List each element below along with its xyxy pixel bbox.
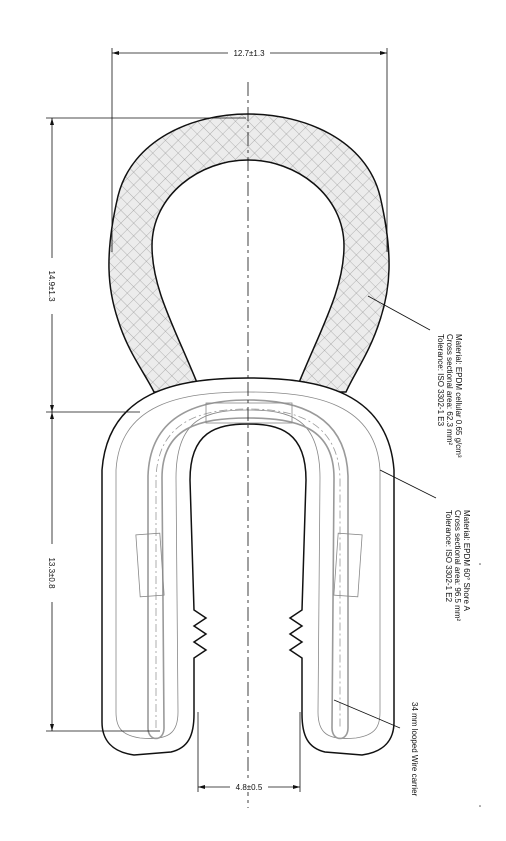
- wire-carrier: [147, 399, 349, 740]
- callout-bulb-tolerance: Tolerance: ISO 3302-1 E3: [436, 334, 445, 427]
- callout-base-area: Cross sectional area: 96.5 mm²: [453, 510, 462, 621]
- arrow-icon: [112, 51, 119, 55]
- callout-bulb-area: Cross sectional area: 62.3 mm²: [445, 334, 454, 445]
- arrow-icon: [293, 785, 300, 789]
- arrow-icon: [380, 51, 387, 55]
- arrow-icon: [198, 785, 205, 789]
- arrow-icon: [50, 412, 54, 419]
- callout-wire-label: 34 mm looped Wire carrier: [410, 702, 419, 797]
- callout-bulb-material: Material: EPDM cellular 0.65 g/cm³: [454, 334, 463, 458]
- callout-base-tolerance: Tolerance: ISO 3302-1 E2: [444, 510, 453, 603]
- dim-lower-height: 13.3±0.8: [47, 557, 56, 589]
- edge-dot: [479, 805, 481, 807]
- tape-marker-right: [333, 532, 363, 598]
- leader-wire: [333, 699, 401, 729]
- base-inner-outline: [115, 391, 381, 739]
- arrow-icon: [50, 118, 54, 125]
- dim-opening-width: 4.8±0.5: [236, 783, 263, 792]
- leader-base: [379, 469, 437, 499]
- tape-marker-left: [135, 532, 165, 598]
- callout-bulb: Material: EPDM cellular 0.65 g/cm³ Cross…: [436, 334, 463, 458]
- callout-base: Material: EPDM 60° Shore A Cross section…: [444, 510, 471, 621]
- arrow-icon: [50, 405, 54, 412]
- dim-top-width: 12.7±1.3: [233, 49, 265, 58]
- dim-upper-height: 14.9±1.3: [47, 270, 56, 302]
- edge-dot: [479, 563, 481, 565]
- arrow-icon: [50, 724, 54, 731]
- bulb-section: [108, 113, 390, 393]
- callout-wire: 34 mm looped Wire carrier: [410, 702, 419, 797]
- base-section: [101, 377, 395, 756]
- leader-bulb: [367, 295, 431, 331]
- tape-marker-top: [205, 402, 293, 424]
- callout-base-material: Material: EPDM 60° Shore A: [462, 510, 471, 612]
